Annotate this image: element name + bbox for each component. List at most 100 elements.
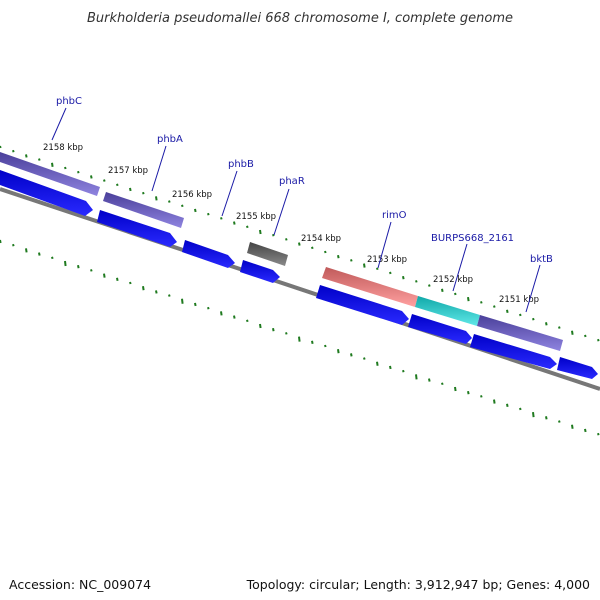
tick-label: 2155 kbp xyxy=(236,212,276,222)
gc-tick xyxy=(259,323,262,329)
gc-tick xyxy=(129,281,132,285)
gc-tick xyxy=(311,246,314,250)
gc-tick xyxy=(415,374,418,380)
gc-tick xyxy=(519,407,522,411)
gc-tick xyxy=(467,297,470,302)
gc-tick xyxy=(116,277,119,281)
gc-tick xyxy=(77,170,80,174)
gc-tick xyxy=(181,204,184,208)
gc-tick xyxy=(584,428,587,433)
gc-tick xyxy=(129,187,132,192)
gc-tick xyxy=(493,305,496,308)
gc-tick xyxy=(558,420,561,423)
gc-tick xyxy=(493,399,496,404)
feature-track xyxy=(0,152,563,351)
gene-label-phbC[interactable]: phbC xyxy=(56,96,82,107)
gc-tick xyxy=(181,298,184,304)
gc-tick xyxy=(402,369,405,373)
gene-label-rimO[interactable]: rimO xyxy=(382,210,407,221)
gc-tick xyxy=(311,340,314,344)
gc-tick xyxy=(64,166,67,170)
gc-tick xyxy=(532,412,535,418)
gc-tick xyxy=(90,269,93,272)
cds-arrow[interactable] xyxy=(240,260,280,283)
gene-label-phaR[interactable]: phaR xyxy=(279,176,305,187)
tick-label: 2154 kbp xyxy=(301,234,341,244)
gene-label-burps668-2161[interactable]: BURPS668_2161 xyxy=(431,233,514,244)
gc-tick xyxy=(532,317,535,321)
gc-tick xyxy=(597,338,600,342)
gc-tick xyxy=(597,432,600,436)
label-leader-line xyxy=(525,264,541,313)
phbA-feature[interactable] xyxy=(103,192,184,228)
gc-tick xyxy=(90,175,93,179)
gc-tick xyxy=(168,294,171,297)
gc-tick xyxy=(77,264,80,269)
gc-tick xyxy=(64,260,67,267)
gc-tick xyxy=(363,357,366,360)
gc-tick xyxy=(298,242,301,246)
gc-tick xyxy=(324,250,327,254)
gc-tick xyxy=(246,319,249,323)
gc-tick xyxy=(519,313,522,317)
gc-tick xyxy=(142,286,145,291)
burps668-2161-feature[interactable] xyxy=(415,296,480,326)
label-leader-line xyxy=(151,145,167,192)
gc-tick xyxy=(545,322,548,326)
gc-tick xyxy=(103,273,106,278)
gc-tick xyxy=(272,327,275,332)
cds-arrow[interactable] xyxy=(316,285,409,325)
gc-tick xyxy=(194,208,197,213)
tick-label: 2151 kbp xyxy=(499,295,539,305)
gc-tick-track-inner xyxy=(0,239,600,436)
gc-tick xyxy=(337,254,340,259)
gc-tick xyxy=(103,179,106,182)
accession-text: Accession: NC_009074 xyxy=(9,577,152,592)
label-leader-line xyxy=(452,243,468,292)
gene-label-phbB[interactable]: phbB xyxy=(228,159,254,170)
gc-tick xyxy=(558,326,561,329)
gc-tick xyxy=(233,315,236,319)
gene-label-bktB[interactable]: bktB xyxy=(530,254,553,265)
tick-label: 2152 kbp xyxy=(433,275,473,285)
gc-tick xyxy=(480,301,483,304)
gc-tick xyxy=(12,149,15,153)
gc-tick xyxy=(285,238,288,241)
gc-tick xyxy=(207,306,210,310)
cds-arrow[interactable] xyxy=(97,210,177,247)
label-leader-line xyxy=(377,221,392,269)
gc-tick xyxy=(454,292,457,296)
gc-tick xyxy=(428,378,431,382)
gene-label-phbA[interactable]: phbA xyxy=(157,134,183,145)
gc-tick xyxy=(454,386,457,392)
gc-tick xyxy=(168,200,171,203)
gc-tick xyxy=(38,158,41,161)
phbC-feature[interactable] xyxy=(0,152,100,196)
gene-label-texts: phbC phbA phbB phaR rimO BURPS668_2161 b… xyxy=(56,96,553,265)
cds-arrow[interactable] xyxy=(0,170,93,216)
gc-tick xyxy=(298,336,301,342)
tick-label: 2153 kbp xyxy=(367,255,407,265)
gc-tick xyxy=(220,311,223,316)
gc-tick xyxy=(246,225,249,229)
gc-tick xyxy=(467,390,470,395)
gc-tick xyxy=(545,416,548,420)
gc-tick xyxy=(389,365,392,370)
gc-tick xyxy=(272,233,275,237)
cds-arrow[interactable] xyxy=(182,240,235,268)
gc-tick xyxy=(480,395,483,398)
label-leader-line xyxy=(221,170,238,217)
bktB-feature[interactable] xyxy=(477,315,563,351)
cds-arrow[interactable] xyxy=(557,357,598,379)
gc-tick xyxy=(25,248,28,253)
gc-tick xyxy=(506,309,509,313)
rimO-feature[interactable] xyxy=(322,267,418,307)
phaR-feature[interactable] xyxy=(247,242,288,266)
tick-label: 2157 kbp xyxy=(108,166,148,176)
cds-arrow[interactable] xyxy=(408,314,472,344)
cds-arrow[interactable] xyxy=(470,334,557,369)
gc-tick xyxy=(584,334,587,338)
gc-tick xyxy=(402,275,405,280)
gc-tick xyxy=(571,424,574,429)
